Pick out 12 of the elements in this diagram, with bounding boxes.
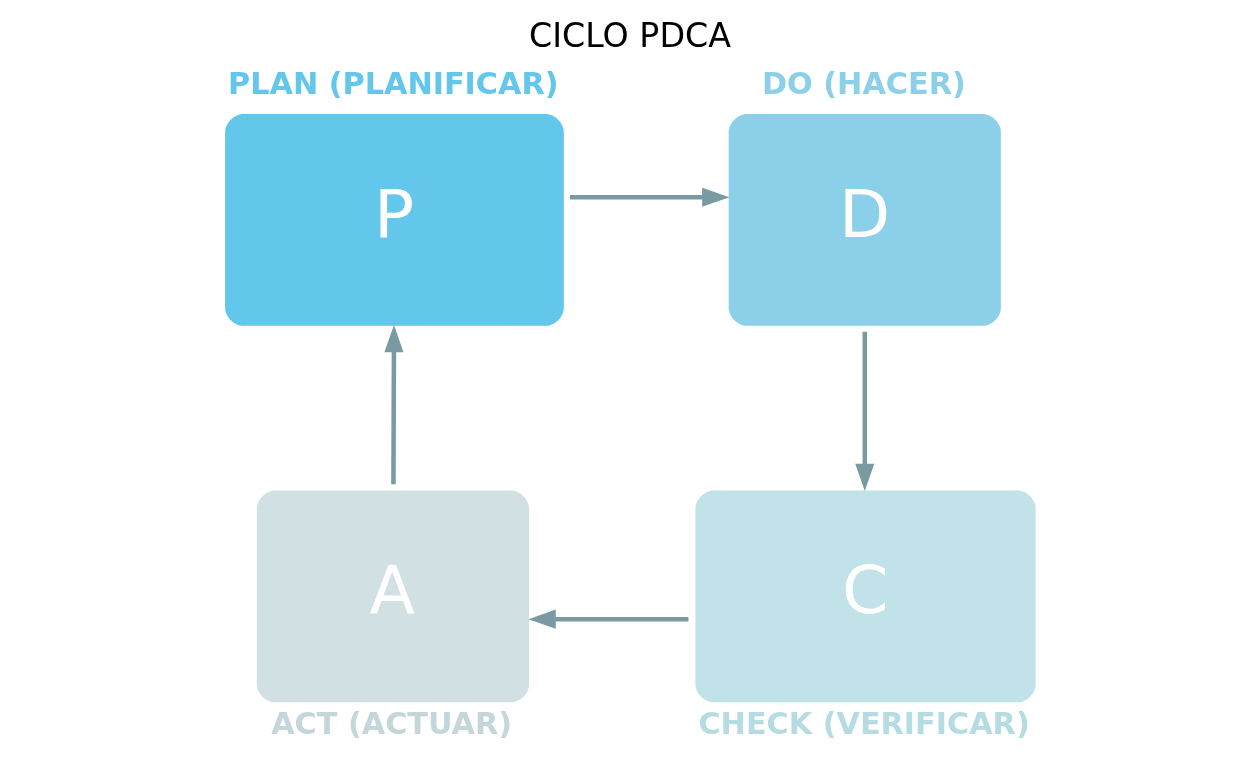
diagram-title: CICLO PDCA: [529, 15, 731, 55]
node-box: D: [728, 114, 1001, 326]
arrow: [569, 187, 730, 207]
arrow: [528, 609, 689, 629]
node-label: PLAN (PLANIFICAR): [228, 66, 559, 102]
node-label: ACT (ACTUAR): [271, 706, 513, 742]
arrow: [384, 325, 404, 485]
node-box: P: [225, 114, 564, 326]
node-label: DO (HACER): [761, 66, 966, 102]
node-box: C: [695, 490, 1036, 703]
node-label: CHECK (VERIFICAR): [698, 706, 1030, 742]
arrow: [855, 331, 875, 492]
